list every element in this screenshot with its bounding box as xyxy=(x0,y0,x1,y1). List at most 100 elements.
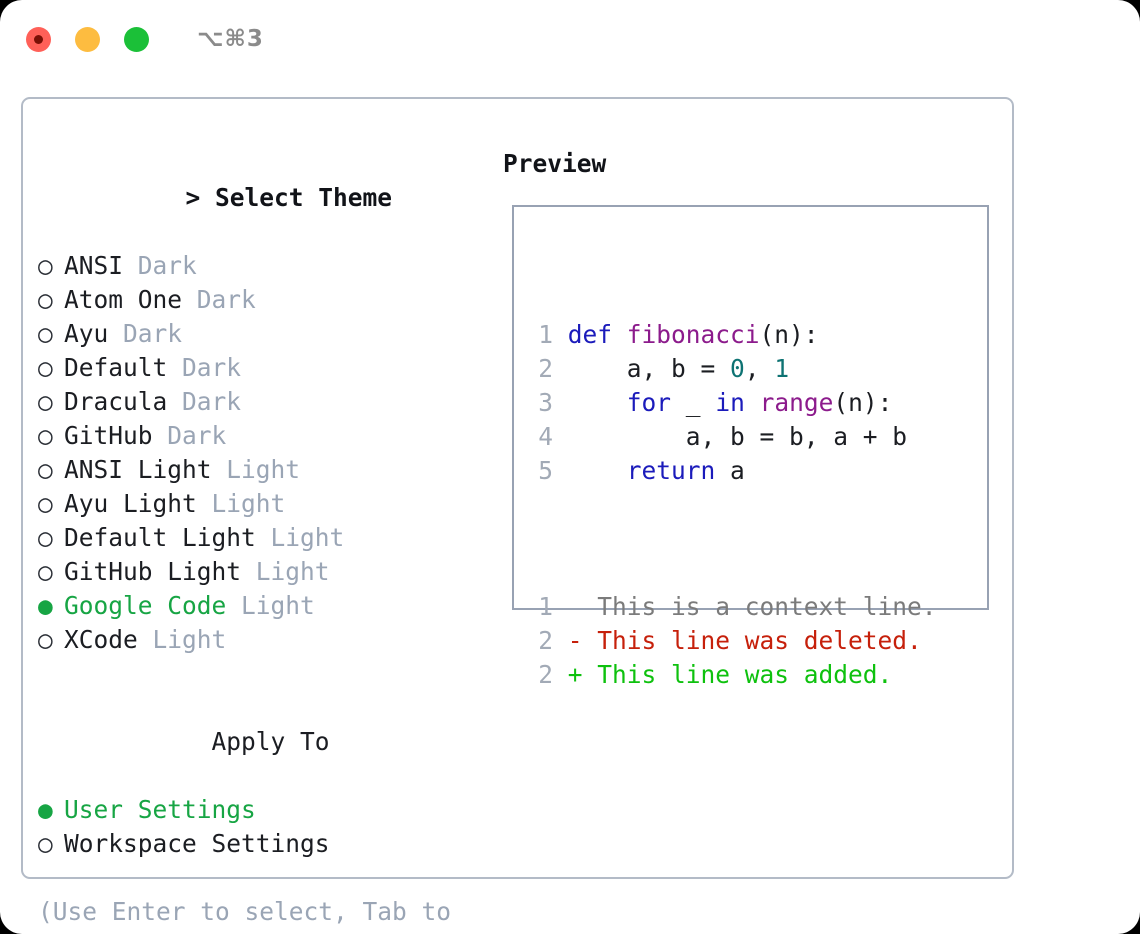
theme-option-ayu-light[interactable]: ○ Ayu Light Light xyxy=(38,487,498,521)
radio-selected-icon: ● xyxy=(38,795,53,824)
apply-to-option-list[interactable]: ●User Settings○ Workspace Settings xyxy=(38,793,498,861)
title-bar: ⌥⌘3 xyxy=(0,0,1140,78)
pane-spacer xyxy=(38,657,498,691)
preview-pane: Preview 1 def fibonacci(n):2 a, b = 0, 1… xyxy=(503,147,1003,689)
minimize-button[interactable] xyxy=(75,26,100,52)
apply-to-option-label: Workspace Settings xyxy=(64,829,330,858)
keyboard-shortcut-label: ⌥⌘3 xyxy=(197,26,264,52)
diff-line: 2 - This line was deleted. xyxy=(527,624,937,658)
theme-option-kind: Light xyxy=(211,455,301,484)
theme-option-label: ANSI Light xyxy=(64,455,212,484)
code-token: fibonacci xyxy=(626,320,760,349)
radio-unselected-icon: ○ xyxy=(38,489,53,518)
theme-option-atom-one[interactable]: ○ Atom One Dark xyxy=(38,283,498,317)
code-token: range xyxy=(759,388,834,417)
gutter-space xyxy=(553,320,568,349)
diff-lines: 1 This is a context line.2 - This line w… xyxy=(527,590,937,692)
theme-option-label: Google Code xyxy=(64,591,227,620)
theme-option-label: Ayu Light xyxy=(64,489,197,518)
theme-option-kind: Dark xyxy=(152,421,227,450)
theme-option-kind: Light xyxy=(255,523,345,552)
radio-unselected-icon: ○ xyxy=(38,523,53,552)
line-number: 1 xyxy=(538,592,553,621)
code-line: 5 return a xyxy=(527,454,937,488)
line-number: 1 xyxy=(538,320,553,349)
apply-to-option-user-settings[interactable]: ●User Settings xyxy=(38,793,498,827)
theme-option-label: Ayu xyxy=(64,319,109,348)
code-token: , xyxy=(744,354,775,383)
theme-option-label: Dracula xyxy=(64,387,168,416)
diff-line: 2 + This line was added. xyxy=(527,658,937,692)
radio-unselected-icon: ○ xyxy=(38,319,53,348)
theme-option-github-light[interactable]: ○ GitHub Light Light xyxy=(38,555,498,589)
code-token: for xyxy=(626,388,686,417)
theme-option-list[interactable]: ○ANSI Dark○Atom One Dark○Ayu Dark○Defaul… xyxy=(38,249,498,657)
theme-option-label: GitHub Light xyxy=(64,557,242,586)
theme-option-github[interactable]: ○ GitHub Dark xyxy=(38,419,498,453)
theme-option-kind: Dark xyxy=(167,387,242,416)
line-number: 2 xyxy=(538,354,553,383)
line-number: 2 xyxy=(538,660,553,689)
keyboard-hint-text: (Use Enter to select, Tab to change focu… xyxy=(38,897,452,934)
line-number: 5 xyxy=(538,456,553,485)
line-number: 3 xyxy=(538,388,553,417)
radio-unselected-icon: ○ xyxy=(38,421,53,450)
theme-option-kind: Light xyxy=(241,557,330,586)
diff-marker: - xyxy=(553,626,598,655)
line-number: 4 xyxy=(538,422,553,451)
theme-option-kind: Dark xyxy=(167,353,242,382)
gutter-space xyxy=(553,456,568,485)
radio-unselected-icon: ○ xyxy=(38,387,53,416)
theme-option-google-code[interactable]: ●Google Code Light xyxy=(38,589,498,623)
theme-option-xcode[interactable]: ○XCode Light xyxy=(38,623,498,657)
code-token: return xyxy=(626,456,731,485)
apply-to-title: Apply To xyxy=(211,727,330,756)
code-token: 0 xyxy=(730,354,745,383)
diff-line: 1 This is a context line. xyxy=(527,590,936,624)
radio-unselected-icon: ○ xyxy=(38,829,53,858)
theme-option-kind: Light xyxy=(196,489,286,518)
gutter-space xyxy=(553,354,568,383)
code-line: 2 a, b = 0, 1 xyxy=(527,352,937,386)
zoom-button[interactable] xyxy=(124,26,149,52)
radio-unselected-icon: ○ xyxy=(38,285,53,314)
theme-option-dracula[interactable]: ○ Dracula Dark xyxy=(38,385,498,419)
diff-marker: + xyxy=(553,660,598,689)
radio-unselected-icon: ○ xyxy=(38,557,53,586)
diff-marker xyxy=(553,592,597,621)
close-button[interactable] xyxy=(26,26,51,52)
theme-option-default-light[interactable]: ○ Default Light Light xyxy=(38,521,498,555)
preview-title: Preview xyxy=(503,149,607,178)
theme-option-kind: Light xyxy=(137,625,227,654)
selection-caret-icon: > xyxy=(185,183,201,212)
theme-option-ansi-light[interactable]: ○ANSI Light Light xyxy=(38,453,498,487)
theme-option-label: ANSI xyxy=(64,251,124,280)
radio-unselected-icon: ○ xyxy=(38,353,53,382)
code-token: _ xyxy=(685,388,716,417)
gutter-space xyxy=(553,422,568,451)
gutter-space xyxy=(553,388,568,417)
code-token: a, b = b, a + b xyxy=(567,422,908,451)
theme-option-ayu[interactable]: ○Ayu Dark xyxy=(38,317,498,351)
theme-option-kind: Dark xyxy=(182,285,256,314)
theme-selector-pane: > Select Theme ○ANSI Dark○Atom One Dark○… xyxy=(38,147,498,934)
code-token: a xyxy=(730,456,745,485)
theme-option-kind: Dark xyxy=(123,251,197,280)
code-token xyxy=(568,456,627,485)
apply-to-header: Apply To xyxy=(38,691,498,793)
theme-option-label: Default Light xyxy=(64,523,256,552)
radio-unselected-icon: ○ xyxy=(38,625,53,654)
dialog-card: > Select Theme ○ANSI Dark○Atom One Dark○… xyxy=(21,97,1014,934)
select-theme-header: > Select Theme xyxy=(38,147,498,249)
code-line: 4 a, b = b, a + b xyxy=(527,420,937,454)
theme-option-default[interactable]: ○Default Dark xyxy=(38,351,498,385)
theme-option-label: GitHub xyxy=(64,421,153,450)
code-token: 1 xyxy=(774,354,790,383)
theme-option-ansi[interactable]: ○ANSI Dark xyxy=(38,249,498,283)
apply-to-option-workspace-settings[interactable]: ○ Workspace Settings xyxy=(38,827,498,861)
theme-option-label: Atom One xyxy=(64,285,183,314)
